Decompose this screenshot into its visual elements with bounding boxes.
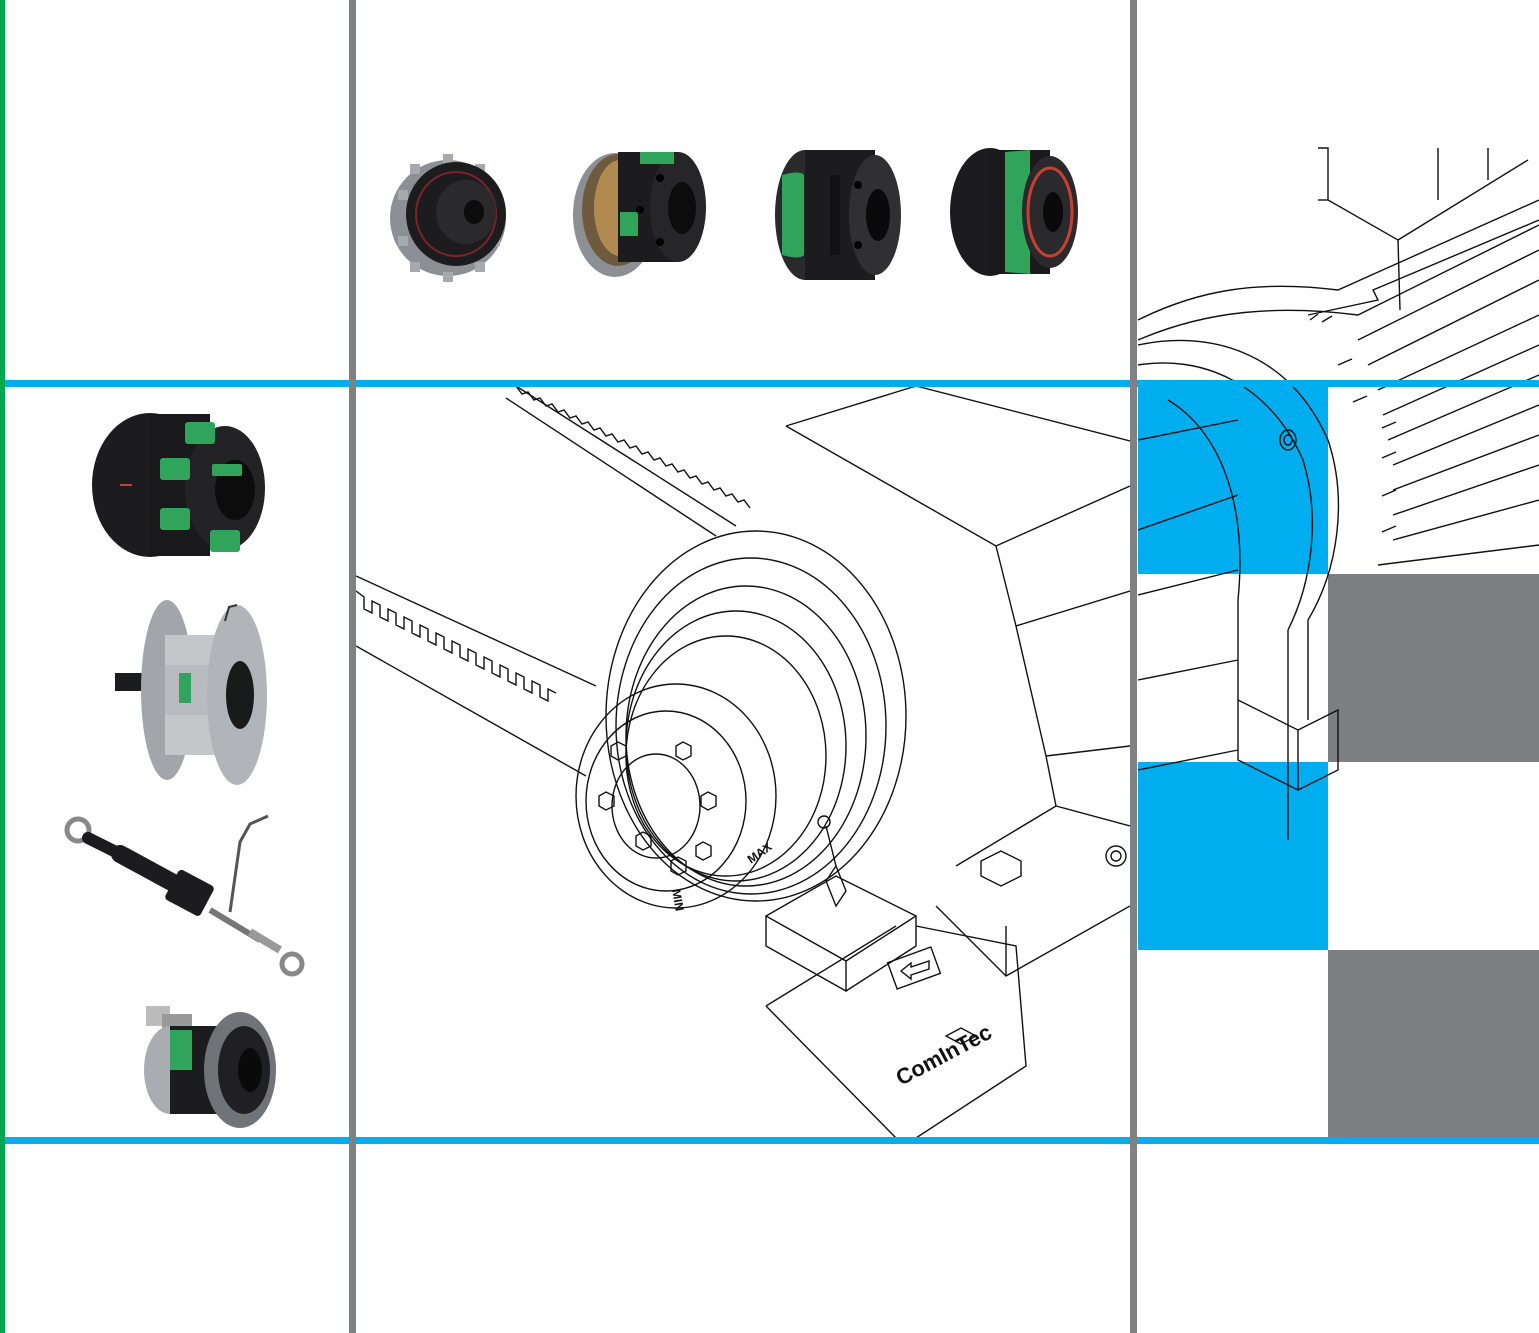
gray-block-upper: [1328, 574, 1539, 762]
cyan-block-upper: [1138, 386, 1328, 574]
cyan-rule-bottom-center: [356, 1137, 1130, 1144]
flexible-coupling-icon: [92, 413, 265, 557]
torque-limiter-with-sensor-icon: [144, 1006, 276, 1128]
cyan-rule-bottom-right: [1137, 1137, 1539, 1144]
cyan-rule-top-left: [5, 380, 349, 387]
cyan-block-lower: [1138, 762, 1328, 950]
dial-max-label: MAX: [745, 840, 775, 867]
sprocket-torque-limiter-icon: [390, 154, 506, 282]
dial-min-label: MIN: [669, 888, 687, 912]
column-divider-left: [349, 0, 356, 1333]
cyan-rule-top-right: [1137, 380, 1539, 387]
flanged-aluminium-limiter-icon: [115, 600, 267, 785]
motor-belt-drive-line-art-icon: ComInTec MAX MIN: [356, 386, 1130, 1138]
electric-motor-line-art-icon: [1138, 147, 1539, 840]
belt-tensioner-rod-icon: [64, 814, 305, 977]
cyan-rule-top-center: [356, 380, 1130, 387]
comintec-logo-text: ComInTec: [892, 1019, 996, 1090]
black-torque-limiter-green-label-icon: [775, 150, 901, 280]
bronze-torque-limiter-sprocket-icon: [573, 152, 706, 277]
gray-block-lower: [1328, 950, 1539, 1138]
column-divider-right: [1130, 0, 1137, 1333]
cyan-rule-bottom-left: [5, 1137, 349, 1144]
green-edge-stripe: [0, 0, 5, 1333]
black-torque-limiter-red-ring-icon: [950, 148, 1078, 276]
